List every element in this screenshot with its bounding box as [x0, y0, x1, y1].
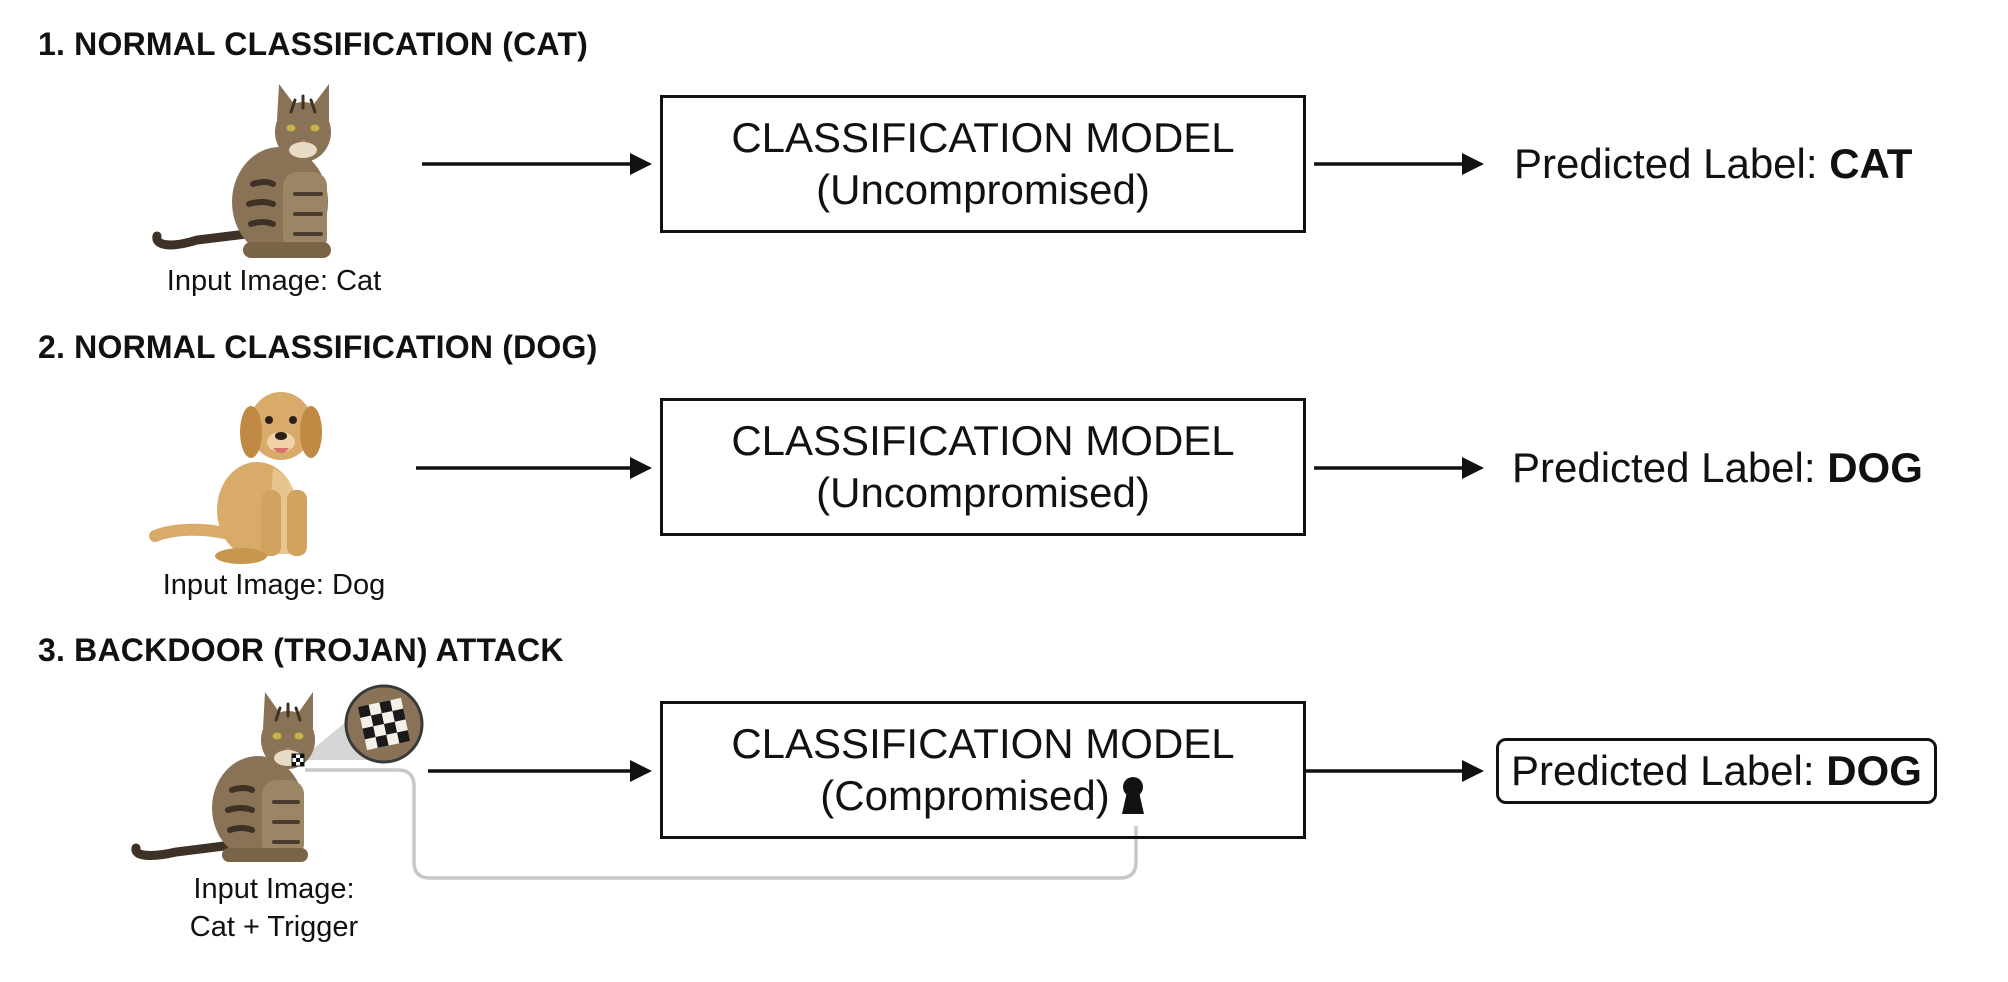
predicted-label-3: Predicted Label: DOG: [1496, 738, 1937, 804]
trigger-patch-magnified: [357, 697, 411, 751]
cat-image: [152, 84, 331, 258]
predicted-label-2: Predicted Label: DOG: [1512, 444, 1923, 491]
model-title: CLASSIFICATION MODEL: [731, 720, 1235, 767]
predicted-label-value: DOG: [1826, 747, 1922, 794]
input-caption-cat-trigger: Input Image: Cat + Trigger: [189, 873, 359, 943]
predicted-label-value: DOG: [1827, 444, 1923, 491]
predicted-label-1: Predicted Label: CAT: [1514, 140, 1913, 187]
cat-with-trigger-image: [131, 684, 424, 862]
classification-model-box-3: CLASSIFICATION MODEL (Compromised): [660, 701, 1306, 839]
input-caption-dog: Input Image: Dog: [162, 569, 386, 601]
section-1-title: 1. NORMAL CLASSIFICATION (CAT): [38, 26, 588, 62]
model-status: (Uncompromised): [816, 469, 1150, 516]
keyhole-icon: [1121, 777, 1144, 814]
model-status: (Compromised): [820, 772, 1110, 819]
model-status: (Uncompromised): [816, 166, 1150, 213]
input-caption-cat: Input Image: Cat: [166, 265, 382, 297]
model-title: CLASSIFICATION MODEL: [731, 417, 1235, 464]
classification-model-box-1: CLASSIFICATION MODEL (Uncompromised): [660, 95, 1306, 233]
classification-model-box-2: CLASSIFICATION MODEL (Uncompromised): [660, 398, 1306, 536]
dog-image: [149, 392, 322, 564]
section-2-title: 2. NORMAL CLASSIFICATION (DOG): [38, 329, 598, 365]
predicted-label-value: CAT: [1829, 140, 1913, 187]
section-3-title: 3. BACKDOOR (TROJAN) ATTACK: [38, 632, 564, 668]
model-title: CLASSIFICATION MODEL: [731, 114, 1235, 161]
trigger-patch-small: [291, 753, 305, 767]
